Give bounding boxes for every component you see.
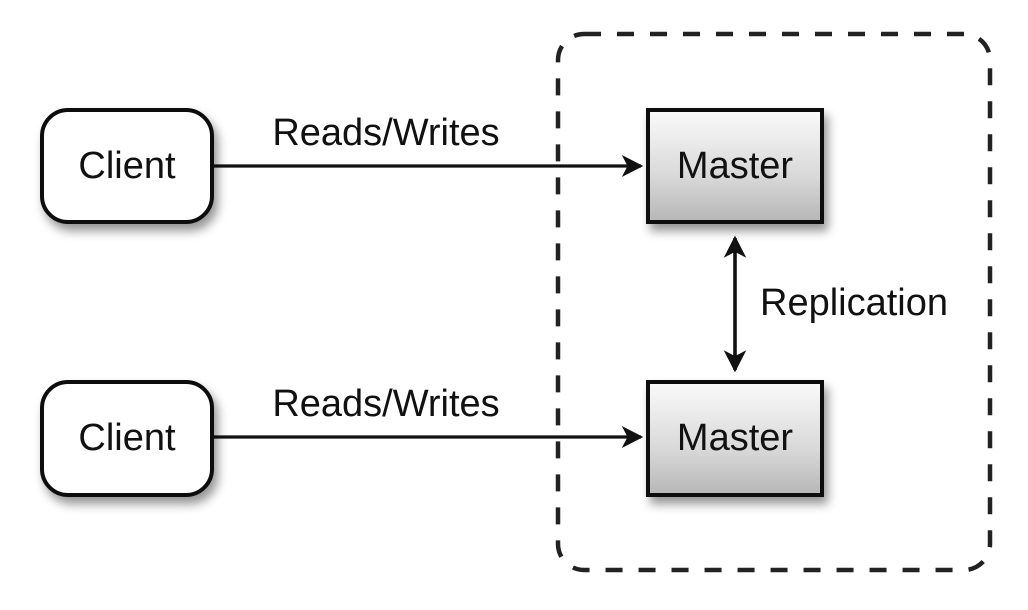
client-top-label: Client — [78, 145, 176, 187]
node-master-bottom[interactable]: Master — [646, 380, 824, 497]
edge-label-replication: Replication — [760, 282, 948, 324]
node-master-top[interactable]: Master — [646, 108, 824, 224]
replication-cluster-boundary — [555, 31, 993, 573]
node-client-top[interactable]: Client — [40, 108, 214, 224]
edge-label-reads-writes-top: Reads/Writes — [272, 112, 499, 154]
node-client-bottom[interactable]: Client — [40, 380, 214, 497]
edge-master-replication: Replication — [723, 235, 948, 373]
master-top-box[interactable] — [646, 108, 824, 224]
client-bottom-label: Client — [78, 417, 176, 459]
client-bottom-box[interactable] — [40, 380, 214, 497]
edge-label-reads-writes-bottom: Reads/Writes — [272, 383, 499, 425]
master-bottom-box[interactable] — [646, 380, 824, 497]
master-top-label: Master — [677, 145, 793, 187]
edge-client-top-to-master-top: Reads/Writes — [212, 112, 644, 177]
edge-client-bottom-to-master-bottom: Reads/Writes — [212, 383, 644, 448]
client-top-box[interactable] — [40, 108, 214, 224]
master-bottom-label: Master — [677, 417, 793, 459]
